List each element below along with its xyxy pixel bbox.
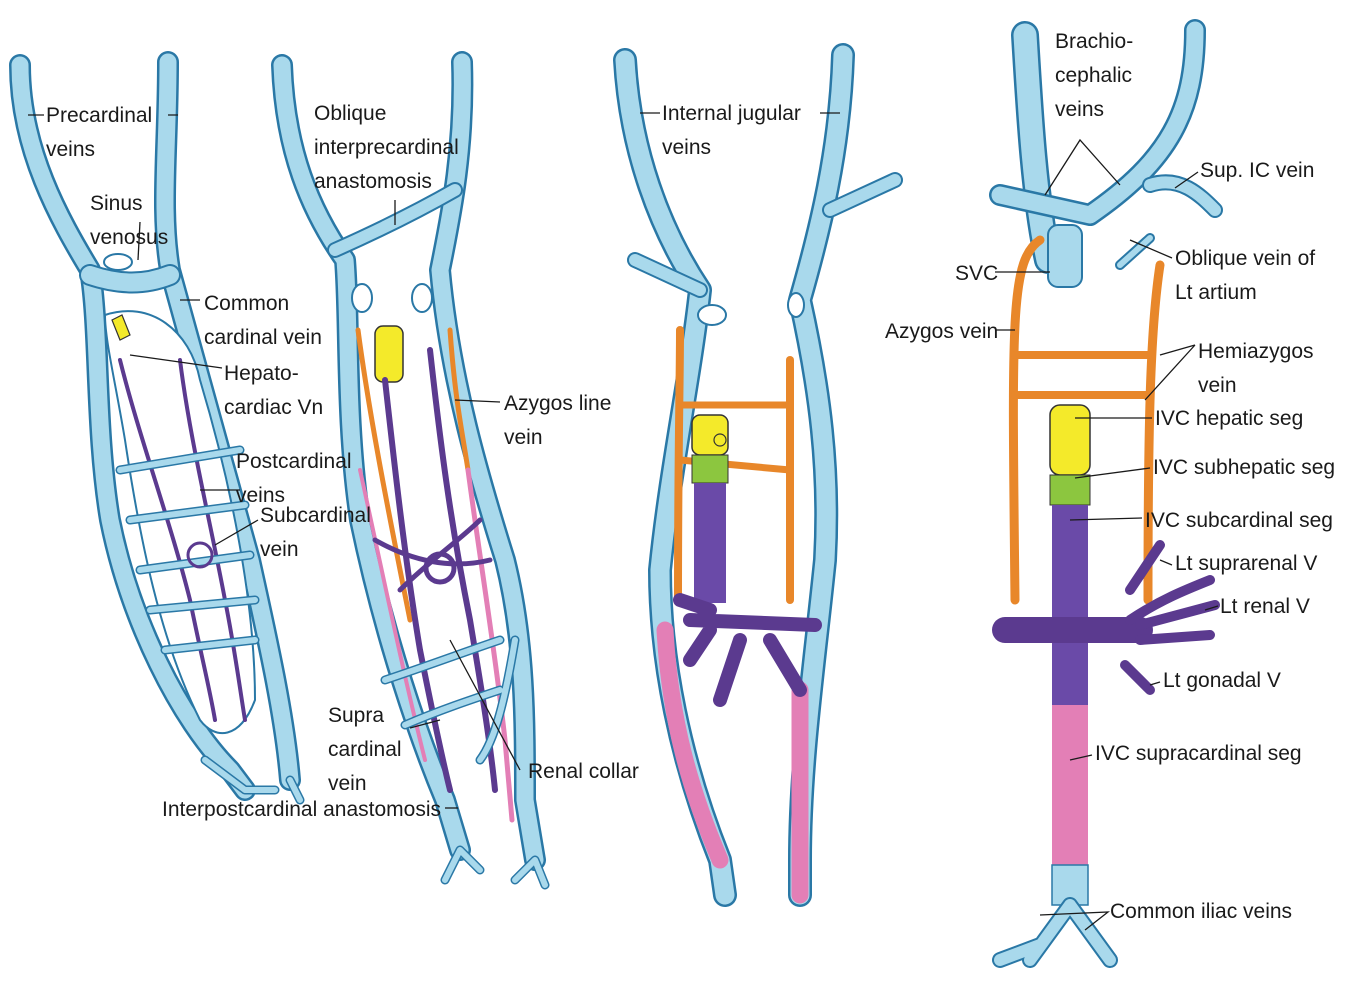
label-ivc-supracardinal: IVC supracardinal seg bbox=[1095, 742, 1302, 765]
label-interpostcardinal: Interpostcardinal anastomosis bbox=[162, 798, 441, 821]
panel-3-later-stage bbox=[625, 55, 895, 895]
label-hepatocardiac-vn: Hepato-cardiac Vn bbox=[224, 362, 323, 419]
panel-1-early-stage bbox=[20, 62, 300, 800]
label-renal-collar: Renal collar bbox=[528, 760, 639, 783]
label-ivc-subhepatic: IVC subhepatic seg bbox=[1153, 456, 1335, 479]
panel-4-adult-stage bbox=[1000, 30, 1215, 960]
label-sup-ic-vein: Sup. IC vein bbox=[1200, 159, 1314, 182]
label-ivc-hepatic: IVC hepatic seg bbox=[1155, 407, 1303, 430]
label-lt-renal: Lt renal V bbox=[1220, 595, 1310, 618]
label-svc: SVC bbox=[955, 262, 998, 285]
label-azygos-vein: Azygos vein bbox=[885, 320, 998, 343]
label-lt-suprarenal: Lt suprarenal V bbox=[1175, 552, 1317, 575]
label-common-iliac: Common iliac veins bbox=[1110, 900, 1292, 923]
label-lt-gonadal: Lt gonadal V bbox=[1163, 669, 1281, 692]
label-ivc-subcardinal: IVC subcardinal seg bbox=[1145, 509, 1333, 532]
